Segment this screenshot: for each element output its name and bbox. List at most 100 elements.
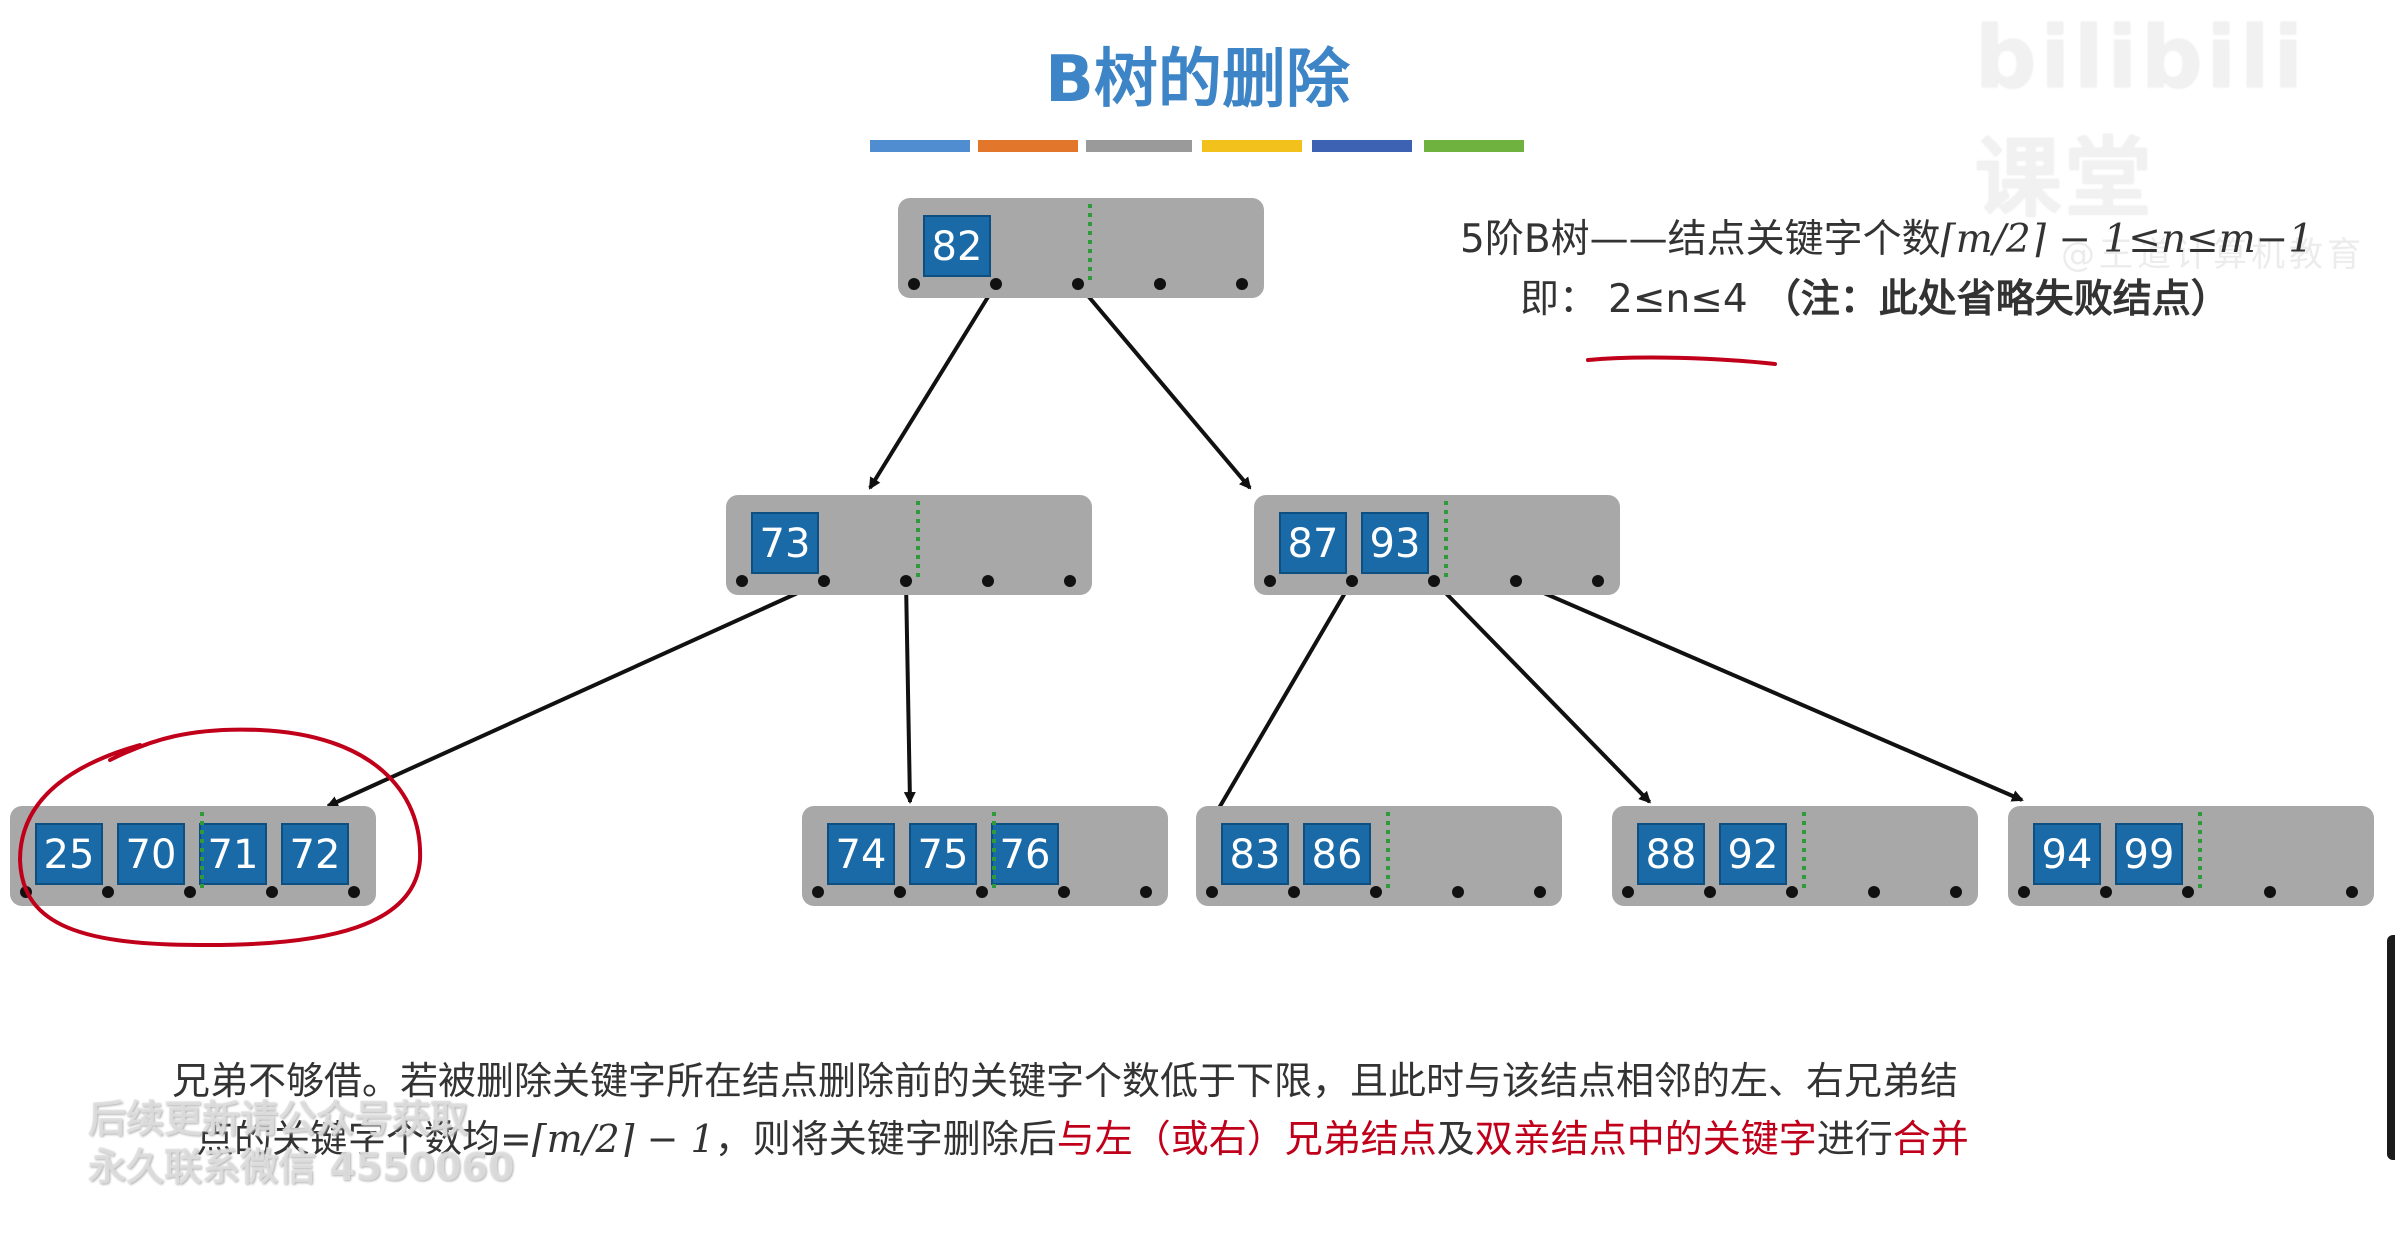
explanation-red-parent: 双亲结点中的关键字 xyxy=(1474,1117,1817,1161)
key-box xyxy=(2115,823,2183,885)
key-value: 92 xyxy=(1728,832,1779,878)
child-pointer-dot xyxy=(1622,886,1634,898)
accent-bar-4 xyxy=(1202,140,1302,152)
child-pointer-dot xyxy=(1346,575,1358,587)
tree-edge xyxy=(903,580,916,804)
child-pointer-dot xyxy=(266,886,278,898)
child-pointer-dot xyxy=(1704,886,1716,898)
child-pointer-dot xyxy=(908,278,920,290)
note-range: 2≤n≤4 xyxy=(1608,277,1748,322)
logo-subtitle: @王道计算机教育 xyxy=(2061,235,2365,275)
key-box xyxy=(117,823,185,885)
note-jí: 即： xyxy=(1520,277,1599,322)
key-value: 83 xyxy=(1230,832,1281,878)
key-value: 87 xyxy=(1288,521,1339,567)
video-watermark: 后续更新请公众号获取 永久联系微信 4550060 xyxy=(88,1095,514,1191)
key-box xyxy=(2033,823,2101,885)
tree-node-leaf-3: 83 86 xyxy=(1196,806,1562,906)
key-box xyxy=(909,823,977,885)
child-pointer-dot xyxy=(1786,886,1798,898)
red-circle-annotation xyxy=(17,727,423,948)
note-line-2: 即：2≤n≤4 （注：此处省略失败结点） xyxy=(1520,268,2230,324)
child-pointer-dot xyxy=(982,575,994,587)
explanation-part-c: 及 xyxy=(1436,1117,1475,1161)
key-value: 76 xyxy=(1000,832,1051,878)
accent-bar-1 xyxy=(870,140,970,152)
key-value: 70 xyxy=(126,832,177,878)
note-formula: ⌈m/2⌉ − 1≤n≤m−1 xyxy=(1940,217,2314,262)
tree-edge xyxy=(1076,282,1252,490)
note-line-1: 5阶B树——结点关键字个数⌈m/2⌉ − 1≤n≤m−1 xyxy=(1460,208,2313,264)
child-pointer-dot xyxy=(1950,886,1962,898)
key-value: 86 xyxy=(1312,832,1363,878)
key-value: 99 xyxy=(2124,832,2175,878)
tree-node-l1-right: 87 93 xyxy=(1254,495,1620,595)
key-value: 88 xyxy=(1646,832,1697,878)
child-pointer-dot xyxy=(736,575,748,587)
key-box xyxy=(923,215,991,277)
accent-bar-5 xyxy=(1312,140,1412,152)
key-box xyxy=(991,823,1059,885)
child-pointer-dot xyxy=(818,575,830,587)
logo-text: bilibili课堂 xyxy=(1975,8,2307,229)
screen-edge xyxy=(2387,935,2395,1160)
bilibili-logo: bilibili课堂 @王道计算机教育 xyxy=(1975,8,2365,275)
note-prefix: 5阶B树——结点关键字个数 xyxy=(1460,217,1941,262)
child-pointer-dot xyxy=(1058,886,1070,898)
watermark-line-2: 永久联系微信 4550060 xyxy=(88,1145,515,1189)
child-pointer-dot xyxy=(1370,886,1382,898)
key-value: 25 xyxy=(44,832,95,878)
child-pointer-dot xyxy=(1868,886,1880,898)
child-pointer-dot xyxy=(1064,575,1076,587)
child-pointer-dot xyxy=(1288,886,1300,898)
child-pointer-dot xyxy=(348,886,360,898)
child-pointer-dot xyxy=(2346,886,2358,898)
explanation-line-2: 点的关键字个数均=⌈m/2⌉ − 1，则将关键字删除后与左（或右）兄弟结点及双亲… xyxy=(196,1108,1969,1163)
key-value: 94 xyxy=(2042,832,2093,878)
tree-node-leaf-4: 88 92 xyxy=(1612,806,1978,906)
tree-edge xyxy=(1432,579,1652,804)
red-underline xyxy=(1586,355,1777,366)
tree-node-l1-left: 73 xyxy=(726,495,1092,595)
tree-edge xyxy=(868,282,998,490)
tree-node-leaf-2: 74 75 76 xyxy=(802,806,1168,906)
explanation-red-sibling: 与左（或右）兄弟结点 xyxy=(1056,1117,1437,1161)
tree-edge xyxy=(1515,579,2024,802)
tree-node-root: 82 xyxy=(898,198,1264,298)
key-box xyxy=(35,823,103,885)
key-value: 73 xyxy=(760,521,811,567)
tree-node-leaf-5: 94 99 xyxy=(2008,806,2374,906)
key-box xyxy=(1279,512,1347,574)
child-pointer-dot xyxy=(1154,278,1166,290)
child-pointer-dot xyxy=(2100,886,2112,898)
child-pointer-dot xyxy=(1140,886,1152,898)
note-remark: （注：此处省略失败结点） xyxy=(1761,277,2230,322)
page-title: B树的删除 xyxy=(1045,43,1350,117)
key-box xyxy=(1637,823,1705,885)
explanation-red-merge: 合并 xyxy=(1892,1117,1969,1161)
watermark-line-1: 后续更新请公众号获取 xyxy=(88,1097,469,1141)
key-value: 72 xyxy=(290,832,341,878)
child-pointer-dot xyxy=(1206,886,1218,898)
child-pointer-dot xyxy=(1072,278,1084,290)
child-pointer-dot xyxy=(976,886,988,898)
key-box xyxy=(199,823,267,885)
child-pointer-dot xyxy=(1510,575,1522,587)
key-value: 74 xyxy=(836,832,887,878)
accent-bar-3 xyxy=(1086,140,1192,152)
key-value: 75 xyxy=(918,832,969,878)
child-pointer-dot xyxy=(1236,278,1248,290)
child-pointer-dot xyxy=(1428,575,1440,587)
key-box xyxy=(751,512,819,574)
child-pointer-dot xyxy=(1534,886,1546,898)
child-pointer-dot xyxy=(2264,886,2276,898)
child-pointer-dot xyxy=(900,575,912,587)
explanation-part-a: 点的关键字个数均= xyxy=(196,1117,532,1161)
key-box xyxy=(1221,823,1289,885)
child-pointer-dot xyxy=(102,886,114,898)
child-pointer-dot xyxy=(2182,886,2194,898)
key-value: 93 xyxy=(1370,521,1421,567)
key-value: 82 xyxy=(932,224,983,270)
